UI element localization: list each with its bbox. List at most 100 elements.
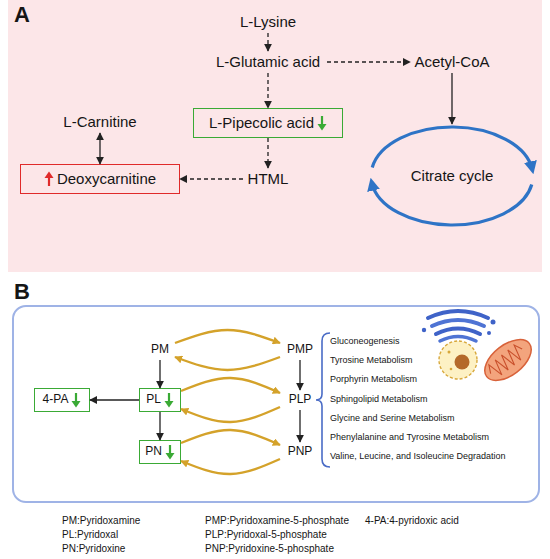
pathway-label: Sphingolipid Metabolism — [330, 395, 428, 405]
golgi-cisterna — [432, 320, 484, 326]
panel-a: A L-LysineL-Glutamic acid Acetyl-CoA L-Carn… — [8, 0, 542, 272]
cristae — [486, 343, 527, 380]
arrow-head — [165, 453, 174, 460]
decreased-metabolite-box: PL — [139, 388, 181, 412]
panel-label: B — [14, 280, 30, 304]
arrow-head — [44, 172, 53, 179]
vitamer: PMP — [280, 340, 320, 360]
node-text: L-Pipecolic acid — [209, 115, 314, 132]
abbreviation-key: PM:Pyridoxamine — [62, 515, 140, 526]
abbreviation-key: PN:Pyridoxine — [62, 543, 125, 554]
vesicle — [487, 331, 491, 335]
pathway-arrow — [267, 138, 268, 168]
decreased-metabolite-box: 4-PA — [34, 388, 90, 412]
vitamer: PLP — [280, 390, 320, 410]
pathway-arrow — [451, 73, 452, 124]
panel-b: BPMPMP4-PAPLPLPPNPNP — [12, 305, 540, 503]
mitochondrion-illustration — [477, 332, 538, 389]
pathway-arrow — [267, 33, 268, 51]
arrow-head — [164, 401, 173, 408]
citrate-cycle: Citrate cycle — [367, 124, 537, 228]
node-text: Deoxycarnitine — [57, 171, 156, 188]
metabolite: Acetyl-CoA — [410, 51, 494, 73]
pathway-label: Porphyrin Metabolism — [330, 375, 417, 385]
metabolite: L-Lysine — [228, 11, 308, 33]
vesicle — [422, 328, 426, 332]
cell-illustration — [439, 341, 477, 379]
interconversion-arrow — [181, 407, 280, 422]
arrow-shaft — [321, 116, 323, 125]
arrow-shaft — [169, 445, 171, 454]
abbreviation-key: 4-PA:4-pyridoxic acid — [365, 515, 459, 526]
increased-metabolite-box: Deoxycarnitine — [20, 164, 180, 194]
interconversion-arrow — [181, 378, 280, 393]
granule — [448, 351, 451, 354]
increase-arrow — [44, 171, 54, 187]
metabolite: L-Glutamic acid — [209, 51, 327, 73]
interconversion-arrow — [181, 430, 280, 445]
pathway-arrow — [159, 412, 160, 440]
node-text: PL — [146, 393, 161, 406]
node-text: PNP — [288, 445, 313, 458]
node-text: PLP — [289, 393, 312, 406]
decrease-arrow — [317, 115, 327, 131]
pathway-arrow — [299, 360, 300, 390]
pathway-label: Gluconeogenesis — [330, 337, 400, 347]
decrease-arrow — [164, 392, 174, 408]
golgi-illustration — [422, 311, 496, 341]
interconversion-arrow — [181, 459, 280, 474]
decrease-arrow — [165, 444, 175, 460]
pathway-arrow — [159, 360, 160, 388]
pathway-arrow — [90, 399, 139, 400]
abbreviation-key: PL:Pyridoxal — [62, 529, 118, 540]
vitamer: PNP — [280, 442, 320, 462]
abbreviation-key: PNP:Pyridoxine-5-phosphate — [205, 543, 334, 554]
panel-label: A — [14, 3, 30, 27]
node-text: Citrate cycle — [411, 168, 494, 185]
node-text: PN — [145, 445, 162, 458]
mitochondrion-membrane — [477, 332, 538, 389]
arrow-shaft — [75, 393, 77, 402]
node-text: HTML — [248, 171, 289, 188]
abbreviation-key: PLP:Pyridoxal-5-phosphate — [205, 529, 327, 540]
node-text: 4-PA — [43, 393, 69, 406]
decreased-metabolite-box: PN — [139, 440, 181, 464]
pathway-arrow — [267, 73, 268, 108]
node-text: PMP — [287, 343, 313, 356]
cycle-arrow — [372, 183, 532, 225]
pathway-label: Glycine and Serine Metabolism — [330, 414, 455, 424]
abbreviation-key: PMP:Pyridoxamine-5-phosphate — [205, 515, 349, 526]
pathway-arrow — [99, 133, 100, 164]
arrow-head — [72, 401, 81, 408]
decrease-arrow — [71, 392, 81, 408]
arrow-head — [318, 124, 327, 131]
decreased-metabolite-box: L-Pipecolic acid — [193, 108, 343, 138]
node-text: L-Glutamic acid — [216, 54, 320, 71]
pathway-arrow — [299, 410, 300, 442]
interconversion-arrow — [175, 330, 280, 343]
vesicle — [491, 320, 496, 325]
node-text: PM — [151, 343, 169, 356]
pathway-label: Tyrosine Metabolism — [330, 356, 413, 366]
nucleus — [455, 355, 470, 370]
golgi-cisterna — [436, 329, 480, 335]
metabolite: L-Carnitine — [55, 111, 145, 133]
bracket — [316, 333, 330, 467]
vitamer: PM — [145, 340, 175, 360]
arrow-shaft — [168, 393, 170, 402]
pathway-label: Phenylalanine and Tyrosine Metabolism — [330, 433, 489, 443]
node-text: L-Lysine — [240, 14, 296, 31]
cell-membrane — [439, 341, 477, 379]
golgi-cisterna — [428, 311, 488, 318]
node-text: Acetyl-CoA — [414, 54, 489, 71]
metabolite: HTML — [243, 168, 293, 190]
granule — [450, 368, 453, 371]
pathway-arrow — [180, 178, 243, 179]
interconversion-arrow — [175, 357, 280, 370]
pathway-arrow — [327, 61, 410, 62]
arrow-shaft — [48, 177, 50, 186]
golgi-cisterna — [440, 337, 476, 342]
cycle-arrow — [372, 127, 532, 169]
